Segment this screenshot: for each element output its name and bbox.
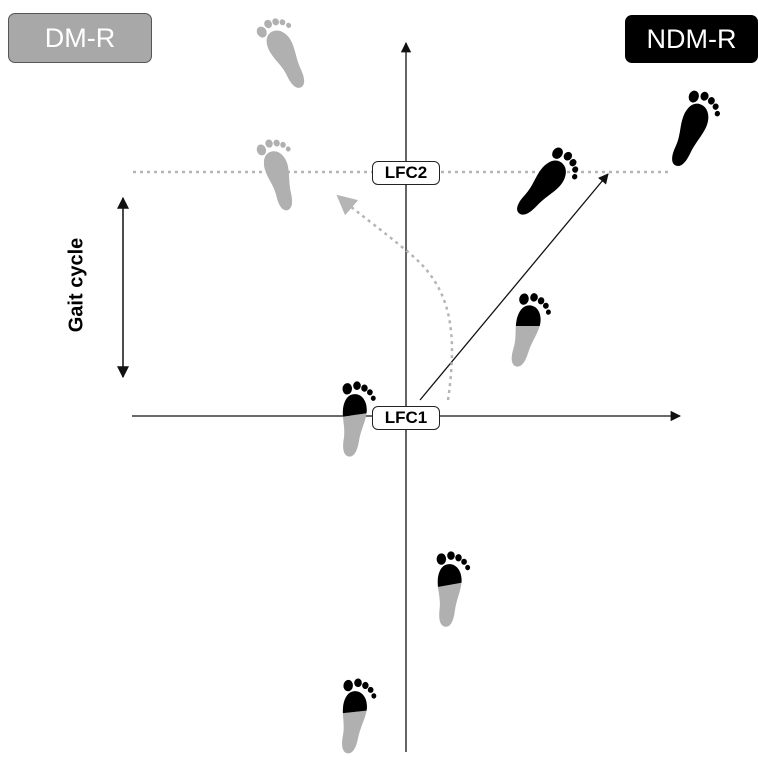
dm-r-label: DM-R (8, 13, 152, 63)
dm-trajectory-arrow (336, 194, 454, 401)
ndm-r-label: NDM-R (625, 15, 758, 63)
split-foot-bottom (338, 677, 378, 755)
lfc1-label: LFC1 (372, 406, 440, 430)
ndm-foot-mid (511, 143, 587, 223)
ndm-foot-top (666, 86, 726, 171)
ndm-trajectory-arrow (419, 173, 609, 401)
dm-foot-top (253, 10, 314, 92)
dm-foot-mid (254, 133, 301, 213)
split-foot-center (339, 380, 377, 458)
split-foot-lower (436, 550, 471, 628)
split-foot-upper-right (507, 290, 555, 370)
lfc2-label: LFC2 (372, 161, 440, 185)
gait-cycle-label: Gait cycle (65, 237, 88, 333)
